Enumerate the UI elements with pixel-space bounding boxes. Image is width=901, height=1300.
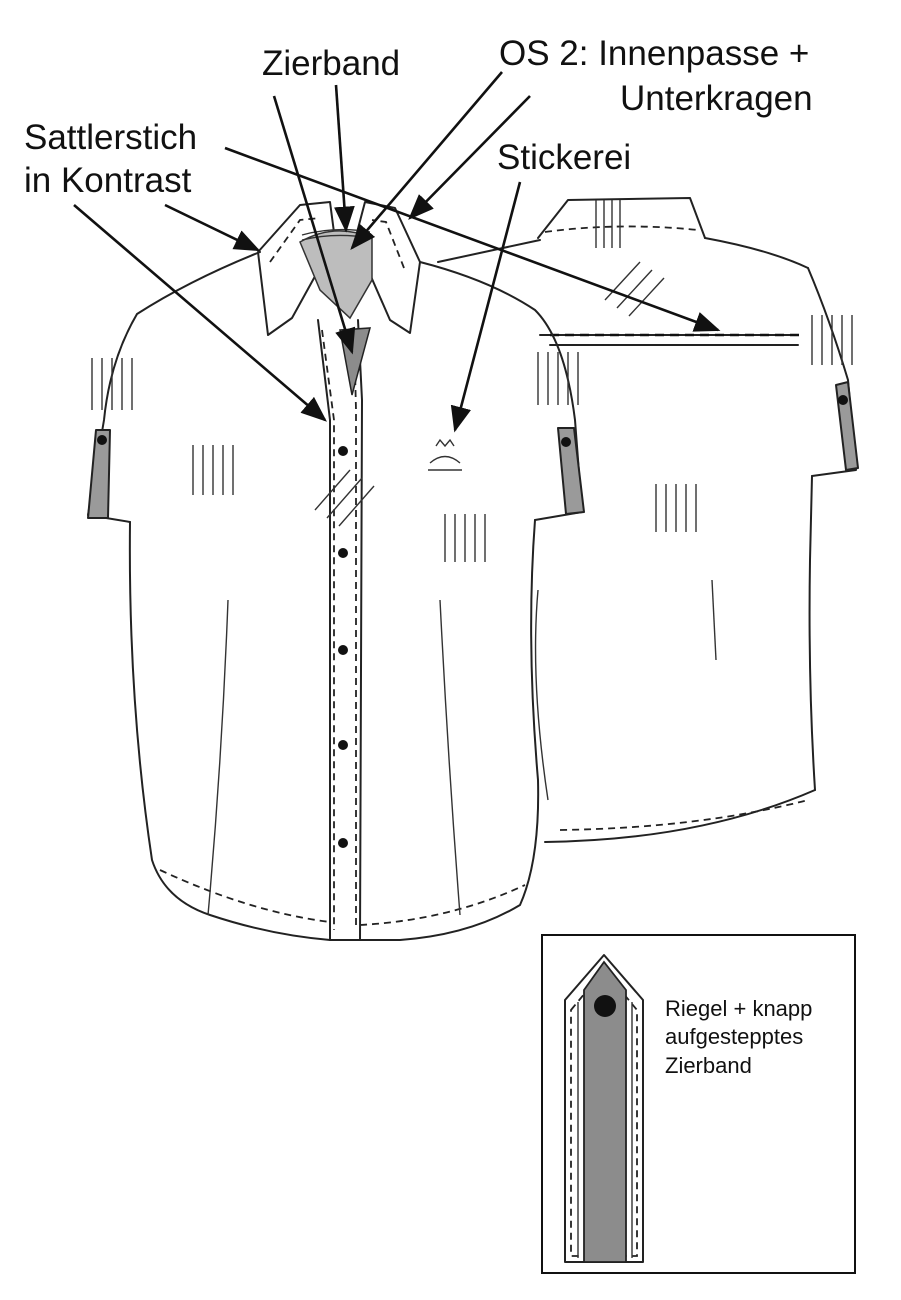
label-stickerei: Stickerei xyxy=(497,138,632,177)
label-sattlerstich-line2: in Kontrast xyxy=(24,161,192,200)
arrow-sattlerstich-a xyxy=(164,203,261,252)
detail-line1: Riegel + knapp xyxy=(665,996,813,1021)
label-zierband: Zierband xyxy=(262,44,401,83)
embroidery-logo xyxy=(428,438,462,471)
label-os2-line2: Unterkragen xyxy=(620,79,813,118)
arrow-sattlerstich-c xyxy=(224,146,721,332)
shirt-front-view xyxy=(87,201,585,941)
arrow-os2-b xyxy=(408,95,531,220)
label-os2-line1: OS 2: Innenpasse + xyxy=(499,34,810,73)
detail-line2: aufgestepptes xyxy=(665,1024,804,1049)
annotation-arrows xyxy=(73,71,721,433)
arrow-zierband-a xyxy=(334,84,355,233)
detail-box xyxy=(541,934,856,1274)
arrow-zierband-b xyxy=(272,95,356,355)
arrow-os2-a xyxy=(350,71,503,250)
shirt-back-view xyxy=(437,197,859,843)
label-sattlerstich-line1: Sattlerstich xyxy=(24,118,198,157)
button-dot-icon xyxy=(594,995,616,1017)
arrow-sattlerstich-b xyxy=(73,204,327,422)
arrow-stickerei xyxy=(450,181,522,433)
detail-line3: Zierband xyxy=(665,1053,752,1078)
